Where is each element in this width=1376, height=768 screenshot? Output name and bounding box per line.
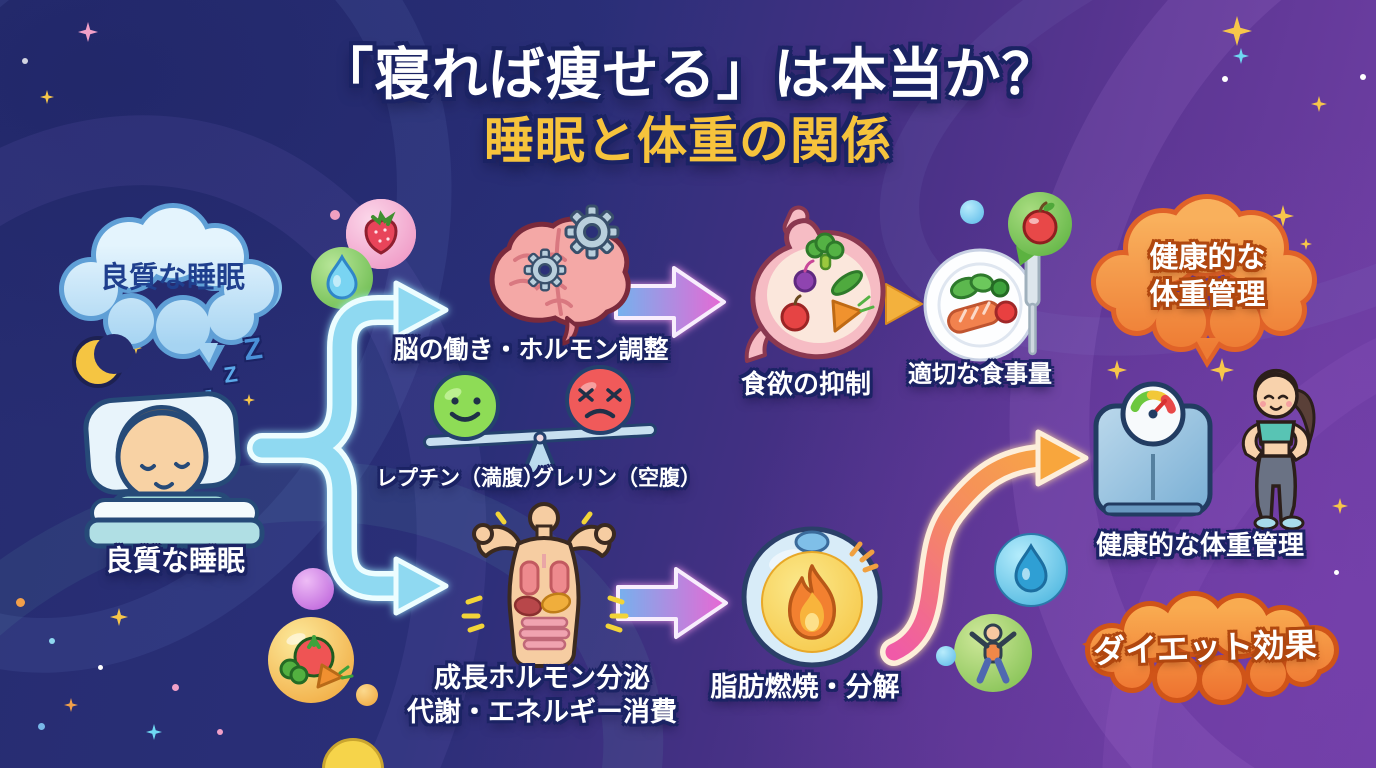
- spark-lines: [849, 541, 879, 573]
- star-dot: [330, 210, 340, 220]
- goal-cloud-line2: 体重管理: [1149, 279, 1266, 311]
- blue-bubble: [960, 200, 984, 224]
- star-dot: [16, 598, 25, 607]
- moon-icon: [72, 334, 134, 388]
- star-dot: [38, 723, 45, 730]
- star-dot: [1360, 74, 1366, 80]
- hormone-balance-icon: [423, 365, 657, 476]
- vegetables-in-stomach: [780, 232, 875, 333]
- blue-bubble: [936, 646, 956, 666]
- smiley-bubble: [322, 738, 384, 768]
- star-dot: [22, 58, 28, 64]
- goal-cloud-line1: 健康的な: [1149, 242, 1266, 274]
- star-dot: [98, 665, 103, 670]
- gear-icon: [564, 204, 620, 260]
- gear-icon: [523, 248, 567, 292]
- orange-bubble: [356, 684, 378, 706]
- star-dot: [49, 638, 55, 644]
- ghrelin-label: グレリン（空腹）: [533, 467, 701, 490]
- apple-speech-bubble-icon: [1008, 192, 1072, 266]
- star-dot: [1222, 76, 1228, 82]
- star-dot: [217, 729, 223, 735]
- brain-caption: 脳の働き・ホルモン調整: [393, 336, 669, 364]
- plate-icon: [923, 246, 1041, 362]
- sleep-caption: 良質な睡眠: [104, 545, 245, 576]
- star-icon: [64, 698, 78, 712]
- sleep-cloud-bubble: [59, 203, 279, 371]
- purple-bubble: [292, 568, 334, 610]
- body-caption-line2: 代謝・エネルギー消費: [407, 697, 677, 727]
- body-caption-line1: 成長ホルモン分泌: [434, 663, 650, 693]
- leptin-smiley-icon: [430, 371, 500, 441]
- diet-burst-bubble: [1082, 591, 1339, 705]
- star-icon: [110, 608, 128, 626]
- star-dot: [1334, 570, 1339, 575]
- star-icon: [1332, 498, 1348, 514]
- main-title: 「寝れば痩せる」は本当か？: [317, 43, 1059, 106]
- muscle-body-icon: [461, 502, 629, 668]
- waterdrop-bubble-icon: [311, 247, 373, 309]
- appetite-caption: 食欲の抑制: [740, 369, 871, 399]
- sub-title: 睡眠と体重の関係: [484, 113, 892, 169]
- fat-cell-flame-icon: [741, 526, 883, 668]
- weight-caption: 健康的な体重管理: [1095, 530, 1304, 560]
- brain-icon: [489, 204, 631, 346]
- ghrelin-angry-icon: [565, 365, 635, 435]
- fit-woman-icon: [1241, 368, 1316, 531]
- star-icon: [146, 724, 162, 740]
- star-dot: [172, 684, 179, 691]
- emphasis-lines: [461, 511, 629, 633]
- leptin-label: レプチン（満腹）: [376, 467, 544, 490]
- droplet-bubble-icon: [994, 533, 1068, 607]
- sleep-cloud-label: 良質な睡眠: [99, 262, 245, 294]
- fat-caption: 脂肪燃焼・分解: [710, 672, 900, 702]
- stomach-icon: [744, 205, 886, 363]
- weight-scale-icon: [1093, 381, 1213, 517]
- sleeping-person-icon: [83, 391, 265, 549]
- strawberry-bubble-icon: [346, 199, 416, 269]
- veggies-bubble-icon: [268, 617, 354, 703]
- goal-cloud-bubble: [1091, 194, 1317, 368]
- exercise-bubble-icon: [954, 614, 1032, 692]
- meal-caption: 適切な食事量: [908, 361, 1052, 388]
